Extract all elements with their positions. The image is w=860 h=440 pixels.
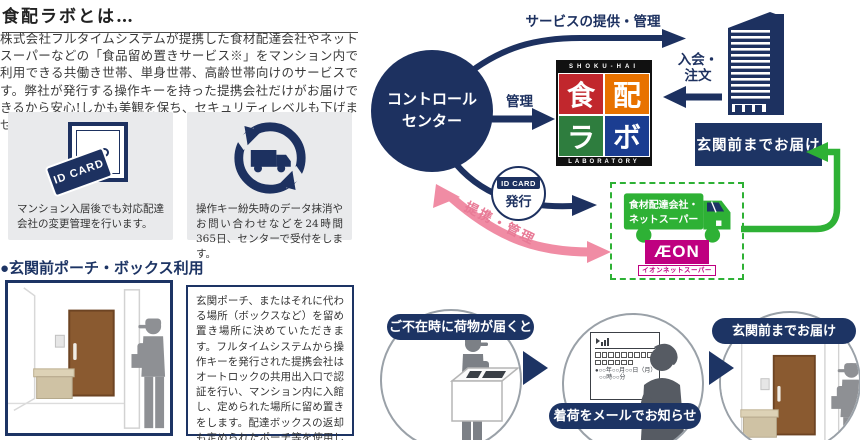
idcard-issue-chip: ID CARD [497, 177, 540, 189]
aeon-caption: イオンネットスーパー [638, 265, 716, 276]
intro-paragraph: 株式会社フルタイムシステムが提携した食材配達会社やネットスーパーなどの「食品留め… [0, 31, 358, 133]
delivery-person-locker-image [449, 336, 520, 440]
partner-companies-box: 食材配達会社・ ネットスーパー ÆON イオンネットスーパー [610, 182, 744, 280]
manage-label: 管理 [506, 94, 533, 109]
logo-top-text: SHOKU-HAI [569, 64, 639, 70]
idcard-issue-label: 発行 [505, 194, 532, 209]
aeon-wordmark: ÆON [645, 240, 709, 264]
truck-label-line1: 食材配達会社・ [628, 198, 698, 211]
truck-label-line2: ネットスーパー [629, 213, 698, 225]
id-card-chip: ID CARD [44, 146, 114, 198]
porch-description: 玄関ポーチ、またはそれに代わる場所（ボックスなど）を留め置き場所に決めていただき… [196, 295, 344, 440]
porch-section-heading: ●玄関前ポーチ・ボックス利用 [0, 260, 204, 277]
signal-icon [596, 338, 609, 346]
feature-card-support-caption: 操作キー紛失時のデータ抹消やお問い合わせなどを24時間365日、センターで受付を… [196, 203, 343, 260]
delivery-truck-icon: 食材配達会社・ ネットスーパー [623, 193, 731, 243]
logo-q1: 食 [559, 74, 603, 114]
mail-date-line2: ○○時○○分 [599, 375, 626, 381]
porch-scene-image [8, 283, 170, 433]
join-order-line1: 入会・ [677, 52, 719, 67]
aeon-logo: ÆON イオンネットスーパー [612, 240, 742, 276]
porch-mini-image [719, 331, 860, 440]
join-order-label: 入会・ 注文 [672, 52, 724, 84]
porch-description-box: 玄関ポーチ、またはそれに代わる場所（ボックスなど）を留め置き場所に決めていただき… [186, 285, 354, 440]
shokuhai-lab-logo: SHOKU-HAI 食 配 ラ ボ LABORATORY [556, 60, 652, 166]
logo-q3: ラ [559, 116, 603, 156]
id-card-door-icon: ID CARD [44, 122, 128, 198]
logo-q2: 配 [605, 74, 649, 114]
feature-card-idcard-caption: マンション入居後でも対応配達会社の変更管理を行います。 [17, 203, 164, 230]
logo-bottom-text: LABORATORY [568, 159, 640, 165]
feature-card-support: 操作キー紛失時のデータ抹消やお問い合わせなどを24時間365日、センターで受付を… [187, 112, 352, 260]
porch-illustration [5, 280, 173, 436]
logo-q4: ボ [605, 116, 649, 156]
truck-recycle-icon [234, 122, 306, 194]
idcard-issue-node: ID CARD 発行 [491, 166, 546, 221]
delivery-to-door-box: 玄関前までお届け [695, 123, 822, 166]
service-label: サービスの提供・管理 [525, 14, 661, 29]
control-center-line2: センター [401, 113, 462, 130]
control-center-node: コントロール センター [371, 50, 493, 172]
mail-text-row2 [595, 359, 655, 365]
flow-step2-label: 着荷をメールでお知らせ [549, 403, 701, 429]
building-icon [728, 12, 784, 115]
flow-step3-label: 玄関前までお届け [712, 318, 856, 344]
join-order-line2: 注文 [684, 68, 712, 83]
feature-card-idcard: ID CARD マンション入居後でも対応配達会社の変更管理を行います。 [8, 112, 173, 240]
page-title: 食配ラボとは… [2, 2, 358, 33]
control-center-line1: コントロール [386, 91, 477, 108]
flow-step1-label: ご不在時に荷物が届くと [387, 314, 534, 340]
mail-date-line1: ●○○年○○月○○日（月） [595, 368, 657, 374]
